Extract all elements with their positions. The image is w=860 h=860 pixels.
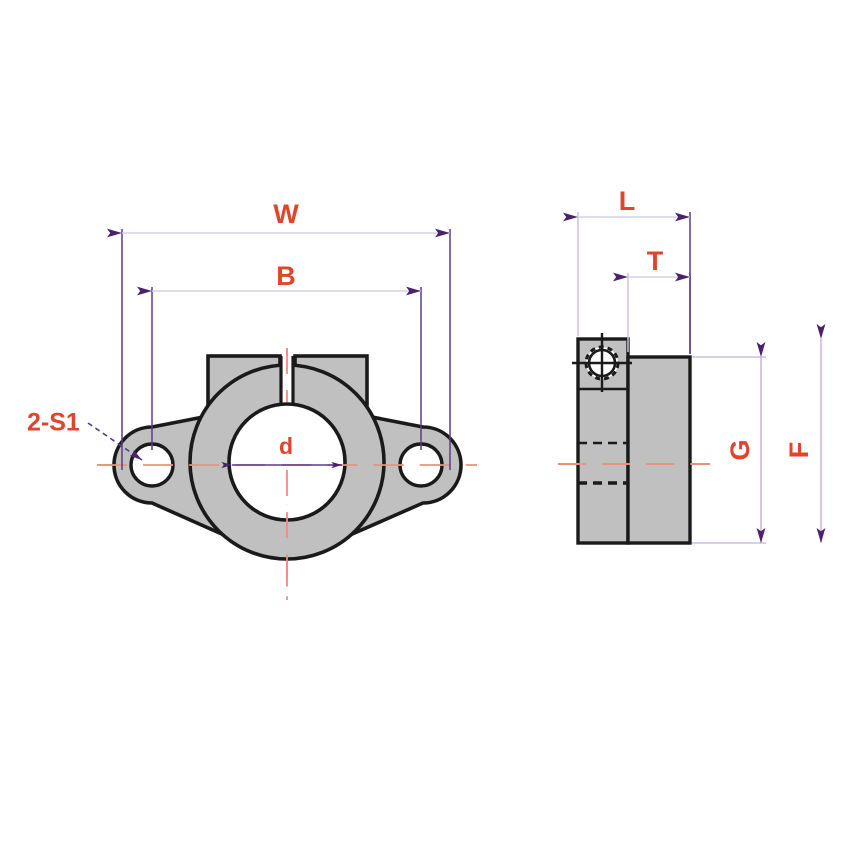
F-label: F bbox=[784, 442, 814, 459]
T-label: T bbox=[647, 246, 664, 276]
shaft-bore-circle bbox=[227, 402, 347, 522]
dimension-L: L bbox=[563, 186, 691, 354]
B-label: B bbox=[276, 261, 296, 291]
2-S1-leader-line bbox=[87, 422, 143, 461]
L-label: L bbox=[619, 186, 636, 216]
front-view: W B d 2-S1 bbox=[27, 199, 477, 600]
d-label: d bbox=[279, 433, 293, 459]
G-label: G bbox=[725, 439, 755, 460]
dimension-G: G bbox=[692, 342, 766, 544]
front-view-body bbox=[97, 348, 477, 600]
W-label: W bbox=[273, 199, 299, 229]
callout-2-S1: 2-S1 bbox=[27, 409, 143, 461]
dimension-T: T bbox=[613, 246, 691, 354]
support-block-side bbox=[626, 355, 692, 545]
2-S1-label: 2-S1 bbox=[27, 409, 80, 437]
side-view: L T G F bbox=[558, 186, 826, 545]
dimension-B: B bbox=[137, 261, 422, 450]
dimension-W: W bbox=[107, 199, 451, 470]
dimension-d: d bbox=[221, 433, 342, 469]
dimension-F: F bbox=[784, 324, 826, 543]
side-view-body bbox=[558, 333, 710, 545]
